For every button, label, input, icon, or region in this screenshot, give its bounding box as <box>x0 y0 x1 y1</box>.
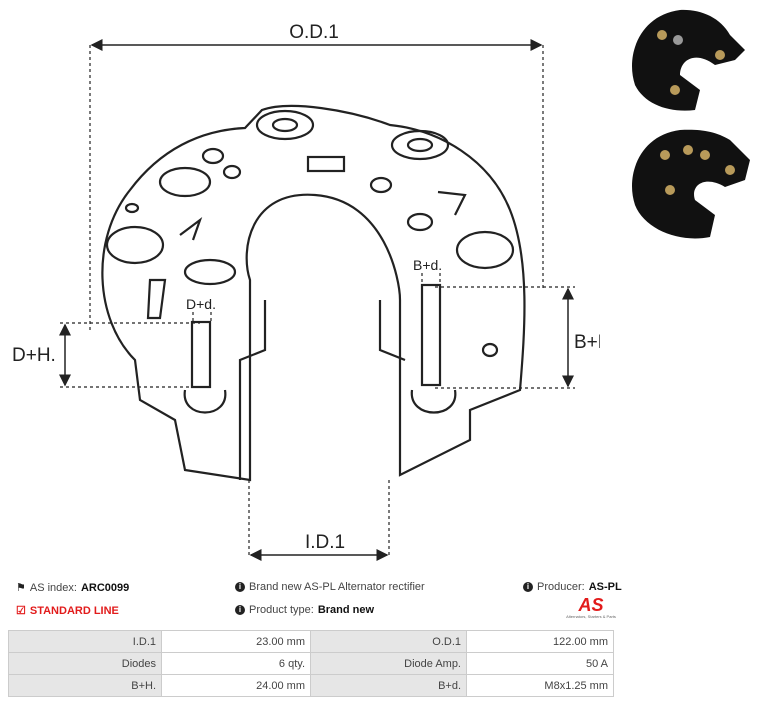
product-type: i Product type: Brand new <box>235 604 374 616</box>
checkbox-icon: ☑ <box>16 605 26 617</box>
info-icon: i <box>235 605 245 615</box>
standard-line-badge: ☑ STANDARD LINE <box>16 604 119 618</box>
spec-key: B+H. <box>8 674 162 697</box>
spec-key: O.D.1 <box>310 630 467 653</box>
bh-label: B+H. <box>574 332 600 353</box>
info-icon: i <box>523 582 533 592</box>
spec-value: 23.00 mm <box>161 630 311 653</box>
spec-key: I.D.1 <box>8 630 162 653</box>
spec-value: 50 A <box>466 652 614 675</box>
spec-value: M8x1.25 mm <box>466 674 614 697</box>
id1-label: I.D.1 <box>305 532 345 553</box>
table-row: Diodes 6 qty. Diode Amp. 50 A <box>8 652 614 675</box>
specs-table: I.D.1 23.00 mm O.D.1 122.00 mm Diodes 6 … <box>8 630 614 697</box>
table-row: B+H. 24.00 mm B+d. M8x1.25 mm <box>8 674 614 697</box>
spec-key: Diode Amp. <box>310 652 467 675</box>
rectifier-outline <box>101 104 526 482</box>
tags-icon: ⚑ <box>16 582 26 594</box>
description: i Brand new AS-PL Alternator rectifier <box>235 581 425 593</box>
info-icon: i <box>235 582 245 592</box>
spec-key: Diodes <box>8 652 162 675</box>
rectifier-dimension-diagram: O.D.1 I.D.1 D+H. D+d. B+H. B+d. <box>12 22 600 561</box>
spec-key: B+d. <box>310 674 467 697</box>
spec-value: 24.00 mm <box>161 674 311 697</box>
as-index-value: ARC0099 <box>80 581 130 594</box>
as-pl-logo: AS Alternators, Starters & Parts <box>566 595 616 619</box>
bd-label: B+d. <box>413 257 442 273</box>
as-index: ⚑ AS index: ARC0099 <box>16 581 130 595</box>
dd-label: D+d. <box>186 296 216 312</box>
dh-label: D+H. <box>12 345 56 366</box>
product-photo-top[interactable] <box>620 5 755 115</box>
product-photo-bottom[interactable] <box>620 125 755 245</box>
producer: i Producer: AS-PL <box>523 581 622 593</box>
spec-value: 6 qty. <box>161 652 311 675</box>
spec-value: 122.00 mm <box>466 630 614 653</box>
od1-label: O.D.1 <box>289 22 339 43</box>
table-row: I.D.1 23.00 mm O.D.1 122.00 mm <box>8 630 614 653</box>
